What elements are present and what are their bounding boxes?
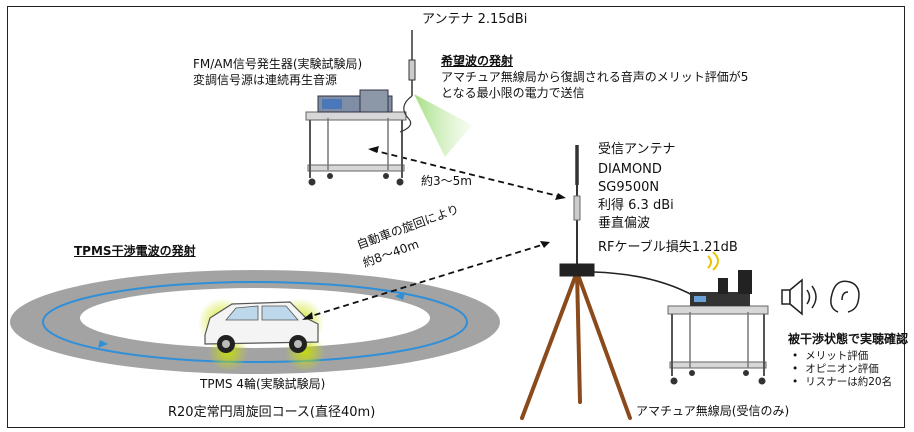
speaker-icon [781,278,817,316]
course-label: R20定常円周旋回コース(直径40m) [168,405,376,420]
tpms-heading: TPMS干渉電波の発射 [74,244,196,258]
rx-antenna-polarization: 垂直偏波 [598,216,651,231]
generator-label-line2: 変調信号源は連続再生音源 [193,73,338,87]
amateur-station-label: アマチュア無線局(受信のみ) [636,404,790,418]
car-to-antenna-distance-line [304,243,546,319]
course-direction-arrows [98,292,405,348]
listening-item: メリット評価 [788,350,892,363]
listening-item: リスナーは約20名 [788,376,892,389]
desired-wave-title: 希望波の発射 [441,54,514,68]
generator-label-line1: FM/AM信号発生器(実験試験局) [193,57,363,71]
desired-wave-line1: アマチュア無線局から復調される音声のメリット評価が5 [441,70,749,84]
antenna-gain-label: アンテナ 2.15dBi [422,12,528,27]
rx-antenna-title: 受信アンテナ [598,142,676,157]
listening-item: オピニオン評価 [788,363,892,376]
rx-antenna-gain: 利得 6.3 dBi [598,198,674,213]
transmit-beam [414,94,472,157]
generator-to-antenna-distance-line [371,149,563,198]
tpms-wheels-label: TPMS 4輪(実験試験局) [200,377,326,391]
amateur-station-cart [667,270,769,385]
desired-wave-line2: となる最小限の電力で送信 [441,86,585,100]
listening-list: メリット評価 オピニオン評価 リスナーは約20名 [788,350,892,389]
rx-antenna-model: SG9500N [598,180,660,195]
receive-antenna-icon [573,145,581,268]
diagram-frame [7,6,905,428]
listening-title: 被干渉状態で実聴確認 [788,332,909,346]
car-icon [198,298,325,372]
signal-generator-cart [305,89,407,186]
transmit-antenna-icon [399,30,416,133]
radio-signal-icon [707,251,719,271]
rf-cable [593,271,695,297]
rx-antenna-maker: DIAMOND [598,162,662,177]
tripod-icon [520,263,632,420]
ear-icon [830,280,860,313]
rf-cable-loss-label: RFケーブル損失1.21dB [598,240,738,255]
generator-distance-label: 約3～5m [421,174,472,188]
